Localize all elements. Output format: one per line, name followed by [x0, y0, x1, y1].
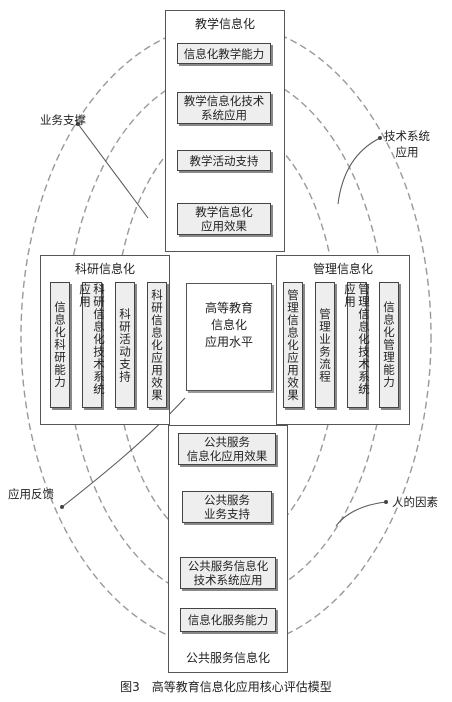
management-item-4: 信息化管理能力 — [379, 282, 399, 408]
label-tech-line-2: 应用 — [395, 145, 419, 159]
management-item-1: 管理信息化应用效果 — [283, 282, 303, 408]
leader-dot-human — [384, 500, 388, 504]
center-line-3: 应用水平 — [204, 335, 253, 349]
leader-dot-tech — [378, 136, 382, 140]
public-item-3-line-2: 技术系统应用 — [193, 573, 263, 587]
public-service-title: 公共服务信息化 — [185, 651, 270, 665]
public-item-1-line-2: 信息化应用效果 — [186, 449, 268, 463]
public-item-2-line-2: 业务支持 — [204, 507, 250, 521]
teaching-item-4-line-1: 教学信息化 — [195, 205, 253, 219]
public-item-2: 公共服务 业务支持 — [182, 491, 272, 523]
management-item-3: 管理信息化技术系统应用 — [343, 282, 371, 408]
teaching-item-2-line-2: 系统应用 — [201, 108, 247, 122]
label-tech-line-1: 技术系统 — [384, 129, 430, 143]
center-box: 高等教育 信息化 应用水平 — [186, 283, 272, 391]
teaching-item-4: 教学信息化 应用效果 — [177, 203, 271, 235]
leader-dot-feedback — [60, 505, 64, 509]
figure-caption: 图3 高等教育信息化应用核心评估模型 — [120, 680, 332, 694]
leader-feedback — [61, 397, 186, 508]
center-line-1: 高等教育 — [204, 301, 253, 315]
leader-human — [335, 501, 387, 527]
label-tech-system: 技术系统 应用 — [384, 128, 430, 160]
public-item-1-line-1: 公共服务 — [204, 435, 250, 449]
public-item-4: 信息化服务能力 — [180, 608, 276, 632]
center-line-2: 信息化 — [210, 318, 247, 332]
teaching-item-4-line-2: 应用效果 — [201, 219, 247, 233]
research-item-1: 信息化科研能力 — [50, 282, 70, 408]
label-human-factors: 人的因素 — [392, 495, 438, 509]
teaching-item-3: 教学活动支持 — [177, 150, 271, 171]
public-item-2-line-1: 公共服务 — [204, 493, 250, 507]
research-item-4: 科研信息化应用效果 — [147, 282, 167, 408]
public-item-4-text: 信息化服务能力 — [187, 613, 269, 627]
teaching-item-2-line-1: 教学信息化技术 — [183, 94, 265, 108]
research-item-3: 科研活动支持 — [115, 282, 135, 408]
teaching-item-3-text: 教学活动支持 — [189, 153, 259, 168]
label-business-support: 业务支撑 — [40, 113, 86, 127]
teaching-item-1: 信息化教学能力 — [177, 43, 271, 64]
research-item-2: 科研信息化技术系统应用 — [78, 282, 106, 408]
public-item-1: 公共服务 信息化应用效果 — [178, 433, 276, 465]
teaching-title: 教学信息化 — [194, 17, 255, 31]
public-item-3-line-1: 公共服务信息化 — [187, 559, 269, 573]
teaching-item-2: 教学信息化技术 系统应用 — [177, 92, 271, 124]
teaching-item-1-text: 信息化教学能力 — [183, 46, 265, 61]
management-item-2: 管理业务流程 — [315, 282, 335, 408]
leader-dot-business — [76, 122, 80, 126]
label-application-feedback: 应用反馈 — [8, 487, 54, 501]
leader-business — [77, 123, 149, 219]
management-title: 管理信息化 — [312, 262, 373, 276]
leader-tech — [337, 137, 381, 205]
public-item-3: 公共服务信息化 技术系统应用 — [180, 557, 276, 589]
research-title: 科研信息化 — [74, 262, 135, 276]
